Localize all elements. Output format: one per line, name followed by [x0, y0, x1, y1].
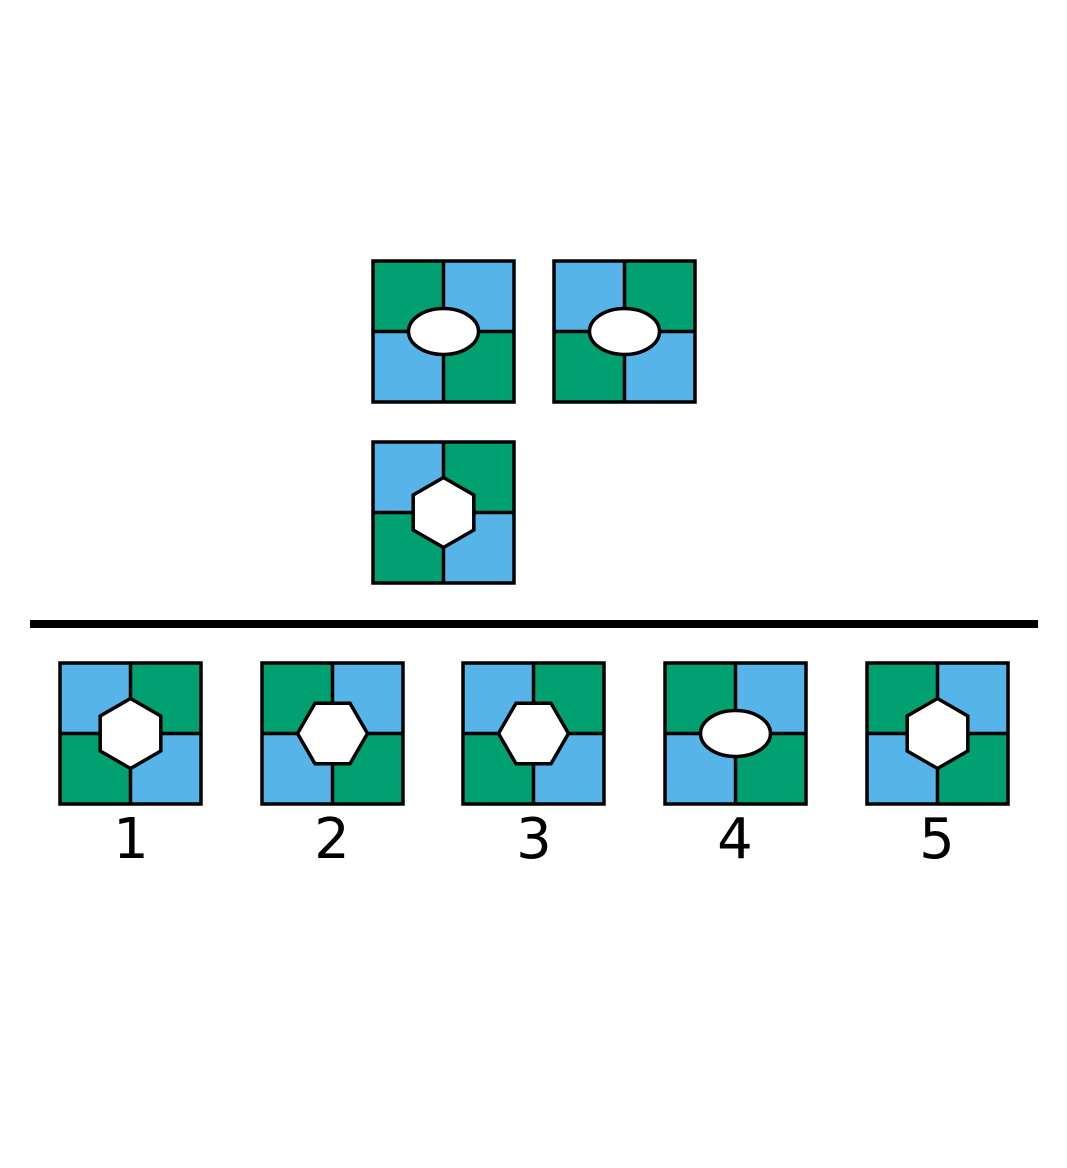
matrix-tile-1	[371, 259, 516, 404]
tile-border	[371, 440, 516, 585]
tile-border	[865, 661, 1010, 806]
option-label-1: 1	[113, 807, 149, 872]
option-label-2: 2	[314, 807, 350, 872]
option-labels: 1 2 3 4 5	[113, 807, 955, 872]
hexagon-shape	[496, 701, 571, 766]
matrix-tile-2	[552, 259, 697, 404]
hexagon-shape	[411, 475, 476, 550]
answer-options	[58, 661, 1010, 806]
ellipse-shape	[587, 306, 662, 357]
option-label-5: 5	[919, 807, 955, 872]
tile-border	[461, 661, 606, 806]
tile-border	[663, 661, 808, 806]
option-label-3: 3	[516, 807, 552, 872]
hexagon-shape	[98, 696, 163, 771]
tile-border	[260, 661, 405, 806]
hexagon-shape	[905, 696, 970, 771]
option-tile-2	[260, 661, 405, 806]
ellipse-shape	[406, 306, 481, 357]
matrix-tile-3	[371, 440, 516, 585]
option-tile-4	[663, 661, 808, 806]
option-tile-1	[58, 661, 203, 806]
tile-border	[58, 661, 203, 806]
option-label-4: 4	[717, 807, 753, 872]
tile-border	[371, 259, 516, 404]
option-tile-3	[461, 661, 606, 806]
hexagon-shape	[295, 701, 370, 766]
ellipse-shape	[698, 708, 773, 759]
tile-border	[552, 259, 697, 404]
matrix	[371, 259, 697, 585]
option-tile-5	[865, 661, 1010, 806]
